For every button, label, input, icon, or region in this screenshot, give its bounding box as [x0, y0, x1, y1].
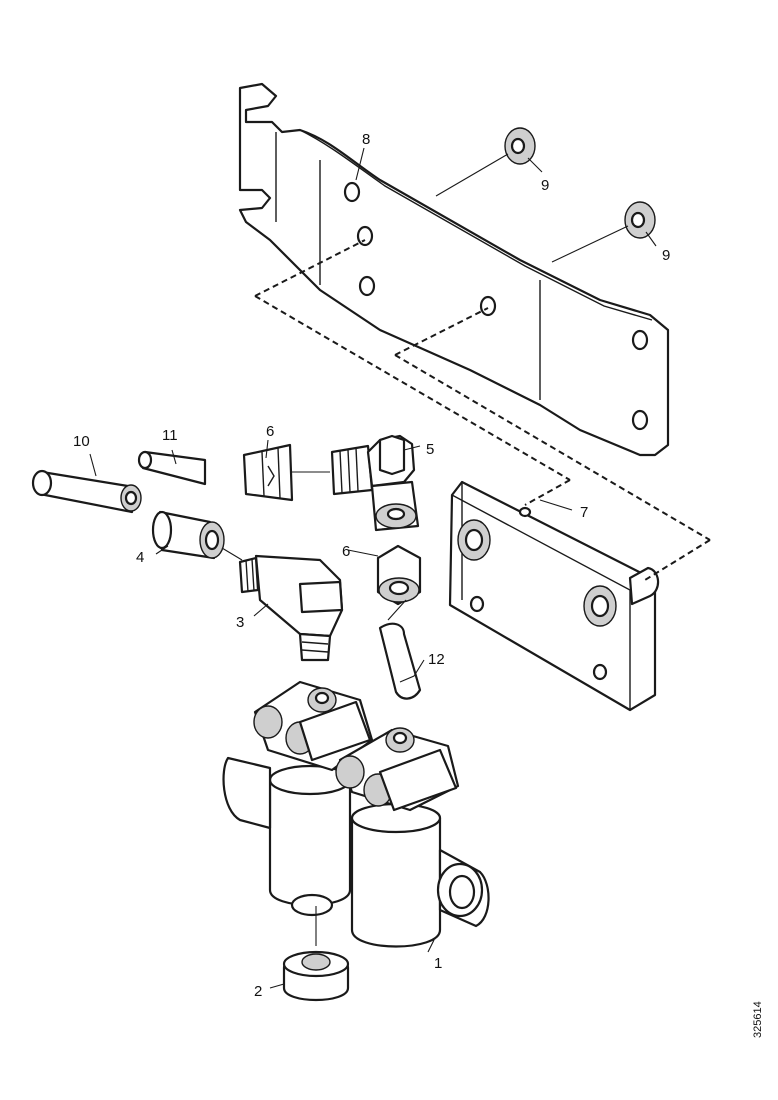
part-1-valve-assembly — [222, 680, 490, 948]
part-11-hose — [137, 450, 207, 486]
callout-2: 2 — [254, 983, 262, 1000]
part-4-sleeve — [151, 510, 225, 560]
callouts: 8 9 9 10 11 6 5 6 4 3 7 12 1 2 — [73, 131, 670, 1000]
callout-10: 10 — [73, 433, 90, 450]
callout-11: 11 — [162, 427, 178, 444]
part-6-nut-lower — [376, 544, 422, 606]
part-7-block — [448, 480, 660, 712]
callout-3: 3 — [236, 614, 244, 631]
part-9-nut-upper — [504, 127, 536, 165]
callout-9-upper: 9 — [541, 177, 549, 194]
part-5-elbow-fitting — [330, 434, 420, 532]
callout-8: 8 — [362, 131, 370, 148]
callout-9-lower: 9 — [662, 247, 670, 264]
callout-1: 1 — [434, 955, 442, 972]
part-2-cap — [282, 950, 350, 1002]
leader-lines — [89, 147, 657, 989]
part-10-hose — [31, 469, 142, 514]
reference-code: 325614 — [752, 1001, 764, 1038]
part-12-hose — [378, 622, 422, 700]
assembly-lines — [254, 239, 711, 581]
callout-4: 4 — [136, 549, 144, 566]
part-3-connector — [238, 554, 344, 662]
callout-12: 12 — [428, 651, 445, 668]
callout-6-upper: 6 — [266, 423, 274, 440]
part-6-nut-upper — [242, 443, 294, 502]
callout-6-lower: 6 — [342, 543, 350, 560]
part-9-nut-lower — [624, 201, 656, 239]
part-8-bracket — [238, 82, 670, 457]
callout-7: 7 — [580, 504, 588, 521]
callout-5: 5 — [426, 441, 434, 458]
